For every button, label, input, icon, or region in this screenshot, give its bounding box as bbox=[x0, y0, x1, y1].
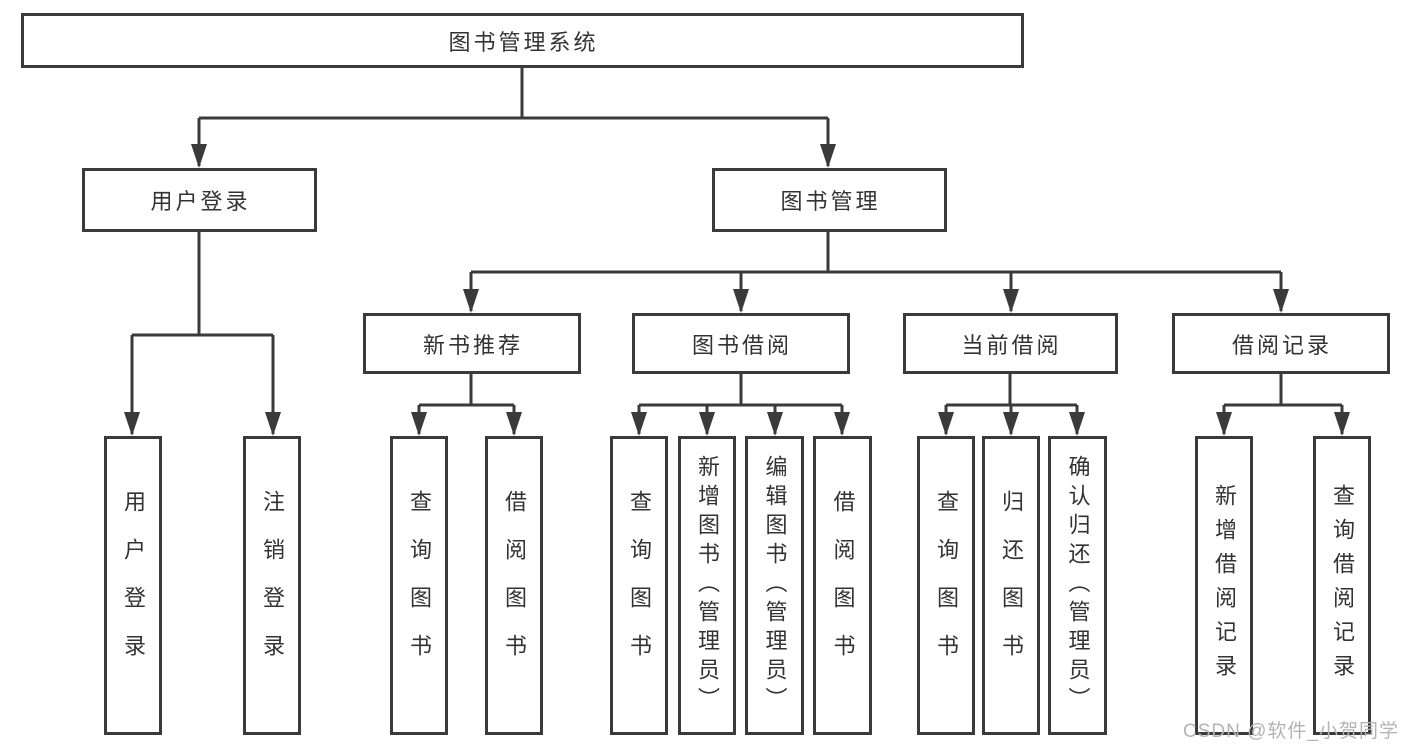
node-label: 新书推荐 bbox=[422, 332, 523, 358]
node-label: 借阅图书 bbox=[830, 489, 856, 682]
node-label: 新增图书（管理员） bbox=[695, 455, 720, 716]
node-leaf-nbr-borrow: 借阅图书 bbox=[485, 436, 543, 735]
node-label: 注销登录 bbox=[260, 489, 285, 682]
arrowhead-icon bbox=[1216, 412, 1232, 436]
node-label: 图书管理 bbox=[780, 189, 881, 214]
node-leaf-br-add: 新增借阅记录 bbox=[1195, 436, 1253, 735]
node-label: 借阅记录 bbox=[1231, 332, 1332, 358]
node-label: 查询图书 bbox=[934, 489, 959, 682]
node-label: 归还图书 bbox=[999, 489, 1024, 682]
node-leaf-login: 用户登录 bbox=[104, 436, 162, 735]
node-user-login: 用户登录 bbox=[82, 168, 317, 232]
arrowhead-icon bbox=[1003, 289, 1019, 313]
node-book-borrowing: 图书借阅 bbox=[632, 313, 850, 374]
node-new-book-rec: 新书推荐 bbox=[363, 313, 581, 374]
node-book-mgmt: 图书管理 bbox=[712, 168, 947, 232]
node-leaf-logout: 注销登录 bbox=[243, 436, 301, 735]
node-leaf-bb-borrow: 借阅图书 bbox=[813, 436, 872, 735]
arrowhead-icon bbox=[631, 412, 647, 436]
arrowhead-icon bbox=[767, 412, 783, 436]
arrowhead-icon bbox=[1334, 412, 1350, 436]
node-leaf-bb-add: 新增图书（管理员） bbox=[678, 436, 736, 735]
arrowhead-icon bbox=[1273, 289, 1289, 313]
arrowhead-icon bbox=[699, 412, 715, 436]
node-leaf-bb-query: 查询图书 bbox=[610, 436, 668, 735]
arrowhead-icon bbox=[124, 412, 140, 436]
node-leaf-cb-query: 查询图书 bbox=[917, 436, 975, 735]
arrowhead-icon bbox=[265, 412, 281, 436]
node-root: 图书管理系统 bbox=[21, 13, 1024, 68]
node-label: 新增借阅记录 bbox=[1212, 483, 1237, 688]
node-label: 确认归还（管理员） bbox=[1065, 455, 1091, 716]
arrowhead-icon bbox=[506, 412, 522, 436]
node-current-borrowing: 当前借阅 bbox=[903, 313, 1118, 374]
arrowhead-icon bbox=[834, 412, 850, 436]
node-label: 查询图书 bbox=[407, 489, 432, 682]
node-label: 编辑图书（管理员） bbox=[762, 455, 788, 716]
node-leaf-bb-edit: 编辑图书（管理员） bbox=[745, 436, 804, 735]
node-label: 当前借阅 bbox=[961, 332, 1062, 358]
node-leaf-br-query: 查询借阅记录 bbox=[1313, 436, 1371, 735]
arrowhead-icon bbox=[411, 412, 427, 436]
node-leaf-nbr-query: 查询图书 bbox=[390, 436, 448, 735]
node-leaf-cb-return: 归还图书 bbox=[982, 436, 1040, 735]
node-label: 用户登录 bbox=[121, 489, 146, 682]
arrowhead-icon bbox=[1003, 412, 1019, 436]
node-label: 用户登录 bbox=[150, 189, 251, 214]
node-leaf-cb-confirm: 确认归还（管理员） bbox=[1048, 436, 1107, 735]
arrowhead-icon bbox=[463, 289, 479, 313]
node-label: 查询图书 bbox=[627, 489, 652, 682]
watermark: CSDN @软件_小贺同学 bbox=[1183, 721, 1399, 742]
node-label: 借阅图书 bbox=[502, 489, 527, 682]
arrowhead-icon bbox=[820, 144, 836, 168]
node-label: 查询借阅记录 bbox=[1330, 483, 1355, 688]
arrowhead-icon bbox=[733, 289, 749, 313]
arrowhead-icon bbox=[1069, 412, 1085, 436]
arrowhead-icon bbox=[938, 412, 954, 436]
arrowhead-icon bbox=[191, 144, 207, 168]
node-borrow-records: 借阅记录 bbox=[1172, 313, 1390, 374]
node-label: 图书借阅 bbox=[691, 332, 792, 358]
node-label: 图书管理系统 bbox=[448, 29, 599, 55]
